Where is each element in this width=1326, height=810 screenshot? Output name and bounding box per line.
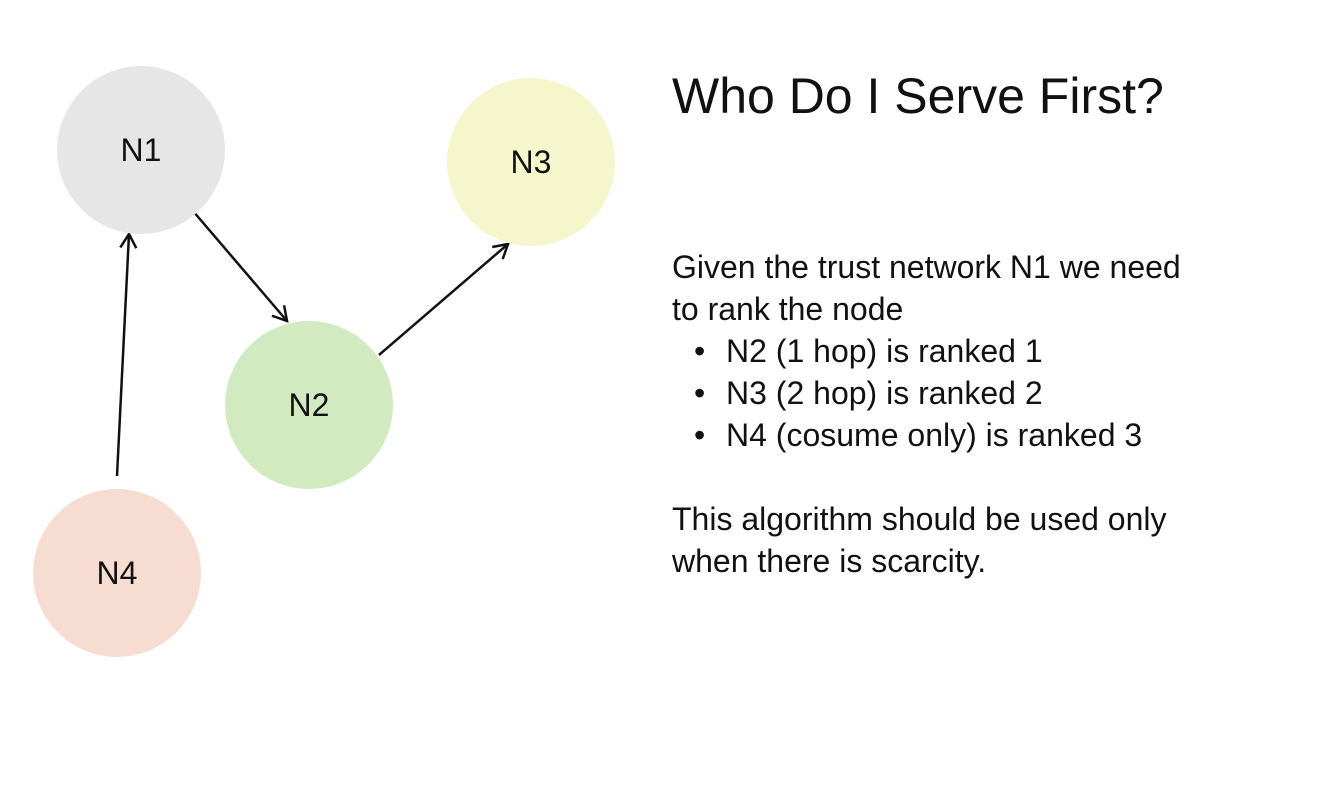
node-label: N3 — [511, 144, 552, 180]
arrowhead-icon — [492, 242, 510, 260]
intro-line-2: to rank the node — [672, 291, 904, 327]
rank-list-item: • N3 (2 hop) is ranked 2 — [672, 372, 1272, 414]
rank-list: • N2 (1 hop) is ranked 1 • N3 (2 hop) is r… — [672, 330, 1272, 456]
bullet-icon: • — [694, 417, 706, 453]
edge-line — [378, 243, 509, 356]
slide-title: Who Do I Serve First? — [672, 68, 1164, 124]
node-n4: N4 — [33, 489, 201, 657]
spacer — [672, 456, 1272, 498]
node-n1: N1 — [57, 66, 225, 234]
node-circle — [225, 321, 393, 489]
edge-n4-to-n1 — [115, 231, 138, 477]
node-label: N1 — [121, 132, 162, 168]
rank-list-item: • N2 (1 hop) is ranked 1 — [672, 330, 1272, 372]
bullet-icon: • — [694, 375, 706, 411]
edge-line — [115, 233, 131, 477]
bullet-icon: • — [694, 333, 706, 369]
note-line-2: when there is scarcity. — [672, 543, 987, 579]
rank-text: N2 (1 hop) is ranked 1 — [726, 333, 1043, 369]
rank-text: N3 (2 hop) is ranked 2 — [726, 375, 1043, 411]
rank-text: N4 (cosume only) is ranked 3 — [726, 417, 1143, 453]
intro-line-1: Given the trust network N1 we need — [672, 249, 1181, 285]
edge-n1-to-n2 — [192, 210, 289, 323]
edge-n2-to-n3 — [378, 242, 510, 356]
node-circle — [33, 489, 201, 657]
node-label: N4 — [97, 555, 138, 591]
edges — [115, 210, 510, 477]
node-n2: N2 — [225, 321, 393, 489]
slide-body: Given the trust network N1 we need to ra… — [672, 246, 1272, 582]
edge-line — [192, 210, 288, 322]
arrowhead-icon — [271, 305, 289, 323]
node-n3: N3 — [447, 78, 615, 246]
node-circle — [447, 78, 615, 246]
node-circle — [57, 66, 225, 234]
note-line-1: This algorithm should be used only — [672, 501, 1167, 537]
node-label: N2 — [289, 387, 330, 423]
rank-list-item: • N4 (cosume only) is ranked 3 — [672, 414, 1272, 456]
arrowhead-icon — [119, 231, 138, 249]
